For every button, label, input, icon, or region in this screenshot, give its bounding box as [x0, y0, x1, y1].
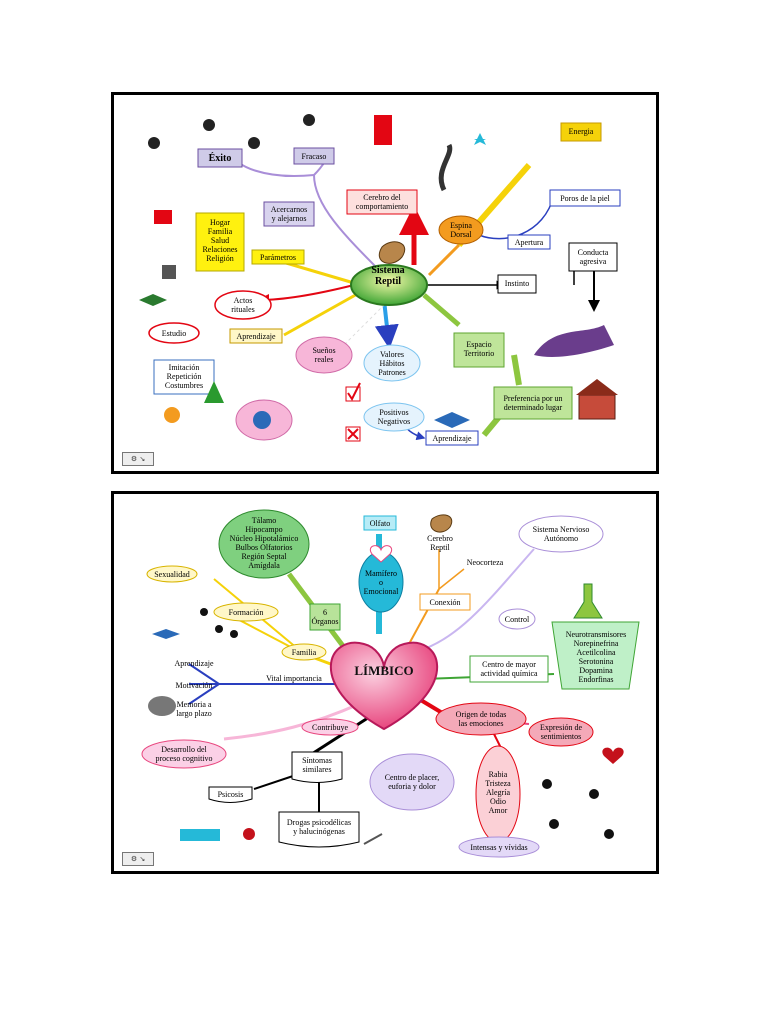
emotion-figure-icon: [549, 819, 559, 829]
origen-emociones-label: Origen de todas las emociones: [436, 710, 526, 728]
parametros-label: Parámetros: [252, 253, 304, 262]
centro-placer-label: Centro de placer, euforia y dolor: [370, 773, 454, 791]
emotion-figure-icon: [604, 829, 614, 839]
connector-suenos: [344, 300, 389, 345]
aprendizaje-bottom-label: Aprendizaje: [426, 434, 478, 443]
cerebro-comportamiento-label: Cerebro del comportamiento: [347, 193, 417, 211]
estudio-label: Estudio: [149, 329, 199, 338]
energia-label: Energia: [561, 127, 601, 136]
neocorteza-label: Neocorteza: [460, 558, 510, 567]
fracaso-label: Fracaso: [294, 152, 334, 161]
aprendizaje-label: Aprendizaje: [169, 659, 219, 668]
stick-figure-icon: [248, 137, 260, 149]
connector-espacio: [424, 295, 459, 325]
connector-aprendizaje-left: [284, 293, 359, 335]
house-icon: [579, 395, 615, 419]
emotion-figure-icon: [542, 779, 552, 789]
connector-valores: [384, 300, 389, 345]
vital-importancia-label: Vital importancia: [259, 674, 329, 683]
limbico-heart-node: [331, 643, 437, 729]
brain-head-icon: [253, 411, 271, 429]
valores-label: Valores Hábitos Patrones: [364, 350, 420, 377]
cerebro-icon: [374, 115, 392, 145]
hand-pill-icon: [243, 828, 255, 840]
preferencia-label: Preferencia por un determinado lugar: [494, 394, 572, 412]
snake-brain-icon: [379, 242, 404, 264]
connector-apertura: [479, 195, 554, 239]
espina-dorsal-label: Espina Dorsal: [439, 221, 483, 239]
exito-label: Éxito: [198, 153, 242, 164]
limbico-mindmap-panel: LÍMBICO Tálamo Hipocampo Núcleo Hipotalá…: [111, 491, 659, 874]
organos-list-label: Tálamo Hipocampo Núcleo Hipotalámico Bul…: [219, 516, 309, 570]
spark-icon: [474, 133, 486, 145]
suenos-reales-label: Sueños reales: [296, 346, 352, 364]
acercarnos-label: Acercarnos y alejarnos: [264, 205, 314, 223]
family-icon: [230, 630, 238, 638]
pills-icon: [180, 829, 220, 841]
drogas-label: Drogas psicodélicas y halucinógenas: [279, 818, 359, 836]
control-label: Control: [499, 615, 535, 624]
stick-figure-icon: [303, 114, 315, 126]
desarrollo-label: Desarrollo del proceso cognitivo: [142, 745, 226, 763]
slide-nav-icon[interactable]: ⚙ ↘: [122, 852, 154, 866]
reptil-center-label: Sistema Reptil: [348, 265, 428, 287]
conexion-label: Conexión: [420, 598, 470, 607]
syringe-icon: [364, 834, 382, 844]
book-icon: [139, 294, 167, 306]
slide-nav-icon[interactable]: ⚙ ↘: [122, 452, 154, 466]
open-book-icon: [434, 412, 470, 428]
apertura-label: Apertura: [508, 238, 550, 247]
dinosaur-icon: [534, 325, 614, 357]
sexualidad-label: Sexualidad: [147, 570, 197, 579]
snake-brain-icon: [431, 515, 452, 532]
lizard-icon: [441, 145, 450, 190]
poros-label: Poros de la piel: [550, 194, 620, 203]
flask-icon: [574, 584, 602, 618]
sistema-nervioso-label: Sistema Nervioso Autónomo: [519, 525, 603, 543]
pumpkin-icon: [164, 407, 180, 423]
instinto-label: Instinto: [498, 279, 536, 288]
church-icon: [162, 265, 176, 279]
stick-figure-icon: [203, 119, 215, 131]
connector-reptil-neo: [439, 549, 464, 589]
motivacion-label: Motivación: [169, 681, 219, 690]
memoria-label: Memoria a largo plazo: [169, 700, 219, 718]
connector-actos: [259, 285, 354, 300]
sintomas-label: Síntomas similares: [292, 756, 342, 774]
reptil-mindmap-panel: Sistema Reptil Éxito Fracaso Acercarnos …: [111, 92, 659, 474]
familia-label: Familia: [282, 648, 326, 657]
cerebro-reptil-label: Cerebro Reptil: [420, 534, 460, 552]
intensas-label: Intensas y vívidas: [459, 843, 539, 852]
seis-organos-label: 6 Órganos: [310, 608, 340, 626]
connector-preferencia: [514, 355, 519, 385]
open-book-icon: [152, 629, 180, 639]
family-icon: [215, 625, 223, 633]
imitacion-label: Imitación Repetición Costumbres: [154, 363, 214, 390]
hogar-list-label: Hogar Familia Salud Relaciones Religión: [196, 218, 244, 263]
aprendizaje-left-label: Aprendizaje: [230, 332, 282, 341]
actos-rituales-label: Actos rituales: [215, 296, 271, 314]
emociones-list-label: Rabia Tristeza Alegría Odio Amor: [476, 770, 520, 815]
olfato-label: Olfato: [364, 519, 396, 528]
contribuye-label: Contribuye: [302, 723, 358, 732]
conducta-agresiva-label: Conducta agresiva: [569, 248, 617, 266]
first-aid-icon: [154, 210, 172, 224]
family-icon: [200, 608, 208, 616]
positivos-negativos-label: Positivos Negativos: [364, 408, 424, 426]
connector-espina: [429, 245, 459, 275]
mamifero-label: Mamífero o Emocional: [359, 569, 403, 596]
espacio-territorio-label: Espacio Territorio: [454, 340, 504, 358]
formacion-label: Formación: [214, 608, 278, 617]
psicosis-label: Psicosis: [209, 790, 252, 799]
heart-couple-icon: [602, 748, 623, 764]
limbico-center-label: LÍMBICO: [336, 666, 432, 675]
emotion-figure-icon: [589, 789, 599, 799]
centro-quimica-label: Centro de mayor actividad química: [470, 660, 548, 678]
neurotransmisores-label: Neurotransmisores Norepinefrina Acetilco…: [554, 630, 638, 684]
stick-figure-icon: [148, 137, 160, 149]
expresion-sentimientos-label: Expresión de sentimientos: [529, 723, 593, 741]
